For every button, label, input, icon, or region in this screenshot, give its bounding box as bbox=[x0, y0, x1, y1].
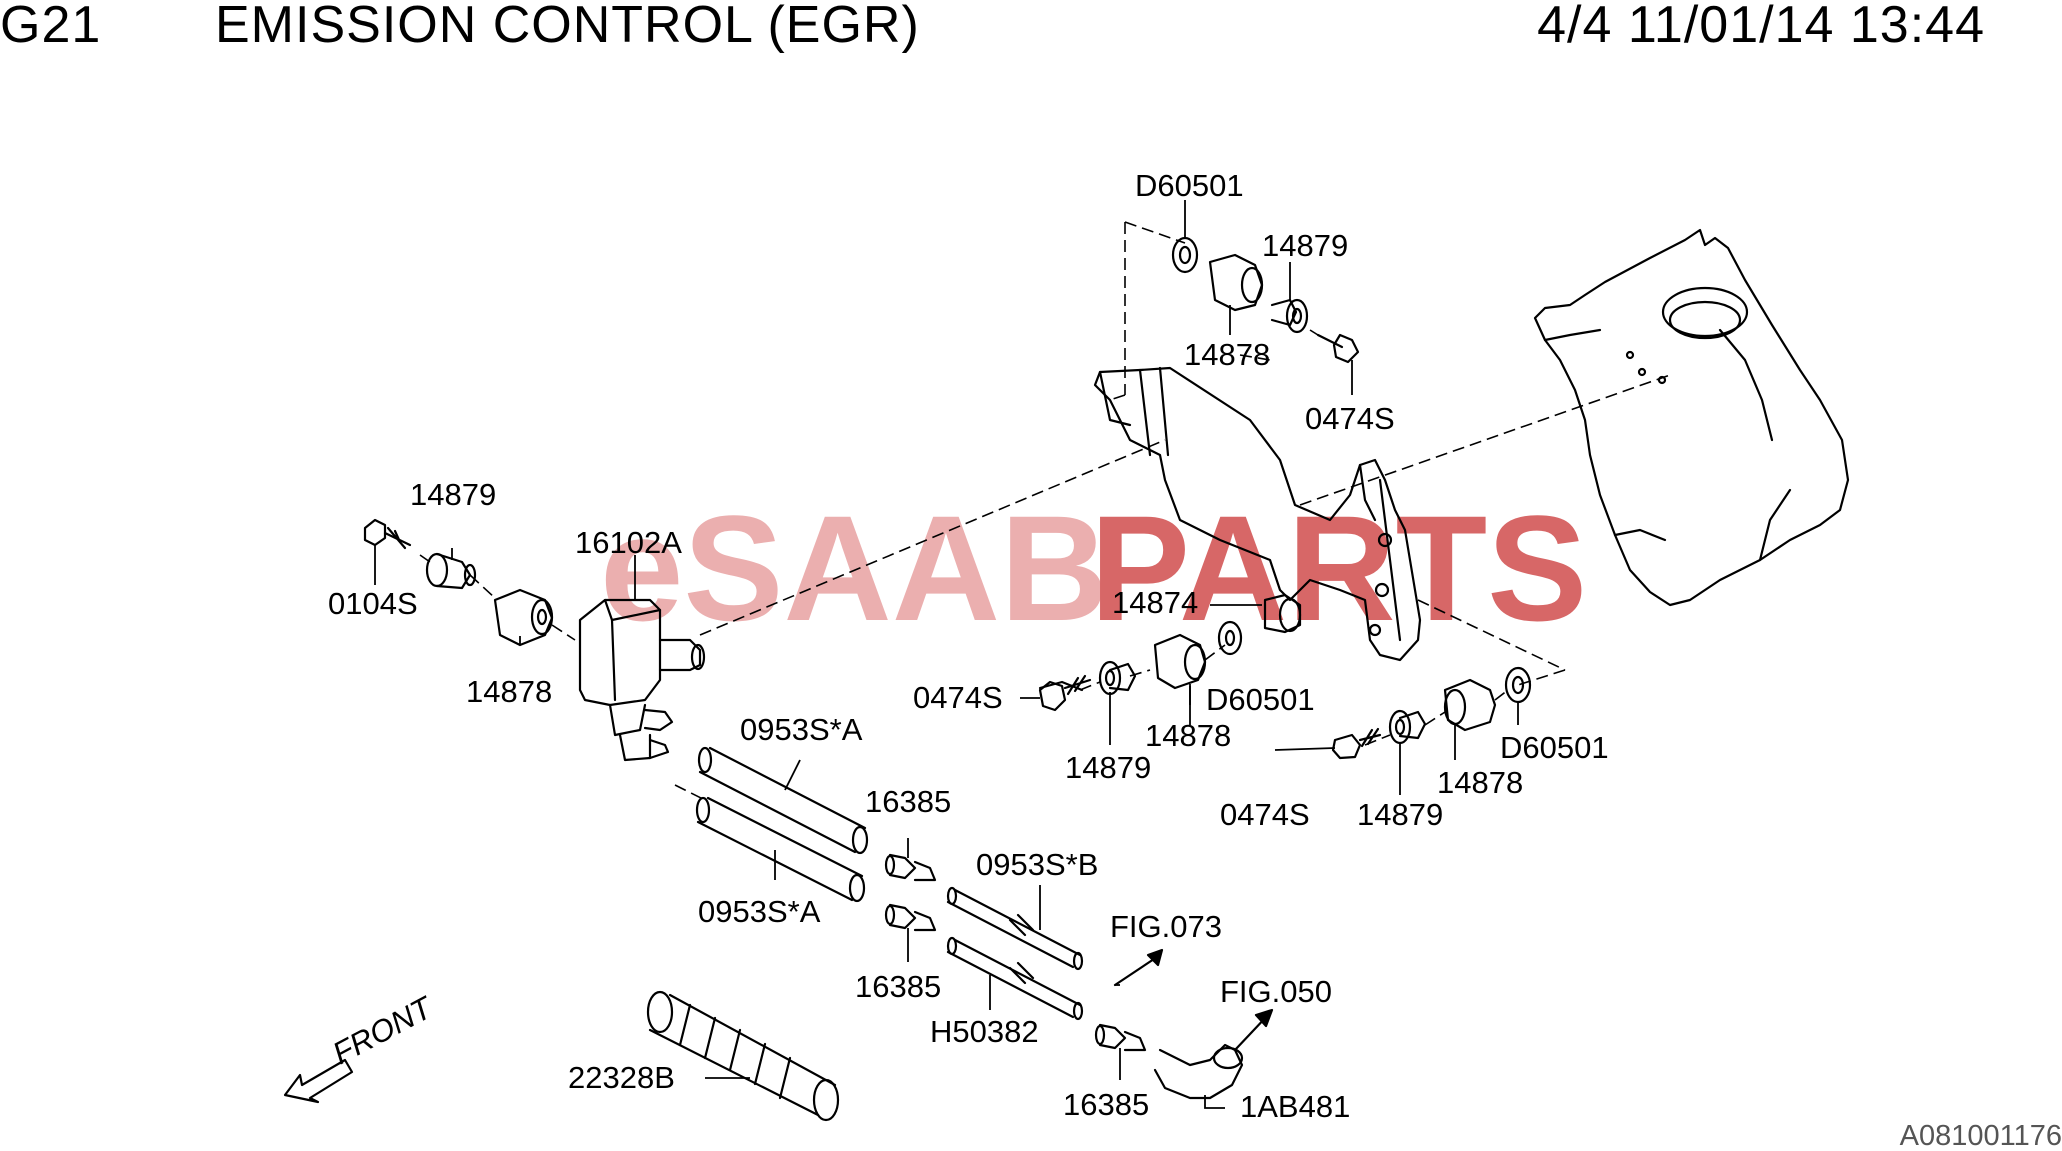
engine-cover bbox=[1533, 228, 1850, 607]
label-d60501-mid: D60501 bbox=[1206, 682, 1315, 717]
watermark-esaab: eSAAB bbox=[600, 484, 1108, 652]
label-22328b: 22328B bbox=[568, 1060, 675, 1095]
watermark-parts: PARTS bbox=[1090, 484, 1587, 652]
fig073-arrowhead-icon bbox=[1146, 948, 1164, 967]
label-0953sb: 0953S*B bbox=[976, 847, 1098, 882]
label-14879-right: 14879 bbox=[1357, 797, 1443, 832]
label-14874: 14874 bbox=[1112, 585, 1198, 620]
label-d60501-right: D60501 bbox=[1500, 730, 1609, 765]
label-fig073: FIG.073 bbox=[1110, 909, 1222, 944]
left-mount-hardware bbox=[363, 518, 554, 647]
label-14878-left: 14878 bbox=[466, 674, 552, 709]
vacuum-hoses bbox=[695, 746, 869, 903]
fig050-arrowhead-icon bbox=[1254, 1008, 1274, 1028]
line-art bbox=[283, 228, 1850, 1122]
label-14879-left: 14879 bbox=[410, 477, 496, 512]
diagram-code: G21 bbox=[0, 0, 101, 54]
label-0953sa-top: 0953S*A bbox=[740, 712, 863, 747]
label-0953sa-bottom: 0953S*A bbox=[698, 894, 821, 929]
label-16102a: 16102A bbox=[575, 525, 682, 560]
label-h50382: H50382 bbox=[930, 1014, 1039, 1049]
mid-mount-hardware bbox=[1038, 593, 1302, 712]
reference-code: A081001176 bbox=[1900, 1120, 2062, 1151]
label-0474s-top: 0474S bbox=[1305, 401, 1395, 436]
front-arrow-icon bbox=[283, 1058, 354, 1104]
label-1ab481: 1AB481 bbox=[1240, 1089, 1350, 1124]
label-0104s: 0104S bbox=[328, 586, 418, 621]
corrugated-sleeve-22328b bbox=[646, 990, 840, 1122]
label-16385-bottom: 16385 bbox=[1063, 1087, 1149, 1122]
connectors-16385 bbox=[884, 853, 1147, 1052]
leader-lines bbox=[374, 200, 1519, 1109]
label-16385-top: 16385 bbox=[865, 784, 951, 819]
label-14879-mid: 14879 bbox=[1065, 750, 1151, 785]
label-0474s-right: 0474S bbox=[1220, 797, 1310, 832]
label-front: FRONT bbox=[327, 989, 440, 1071]
label-0474s-mid: 0474S bbox=[913, 680, 1003, 715]
label-16385-mid: 16385 bbox=[855, 969, 941, 1004]
watermark: eSAAB PARTS bbox=[600, 484, 1587, 652]
guide-lines bbox=[419, 221, 1671, 801]
top-mount-hardware bbox=[1171, 236, 1360, 364]
label-14878-right: 14878 bbox=[1437, 765, 1523, 800]
part-labels: D60501 14879 14878 0474S 14879 16102A 01… bbox=[327, 168, 1609, 1124]
main-bracket bbox=[1093, 366, 1422, 662]
diagram-title: EMISSION CONTROL (EGR) bbox=[215, 0, 920, 54]
elbow-hose-1ab481 bbox=[1153, 1043, 1244, 1100]
solenoid-valve-16102a bbox=[578, 598, 706, 762]
label-14878-top: 14878 bbox=[1184, 337, 1270, 372]
label-d60501-top: D60501 bbox=[1135, 168, 1244, 203]
tubes bbox=[946, 886, 1084, 1021]
label-14879-top: 14879 bbox=[1262, 228, 1348, 263]
label-14878-mid: 14878 bbox=[1145, 718, 1231, 753]
page-info: 4/4 11/01/14 13:44 bbox=[1537, 0, 1985, 54]
label-fig050: FIG.050 bbox=[1220, 974, 1332, 1009]
